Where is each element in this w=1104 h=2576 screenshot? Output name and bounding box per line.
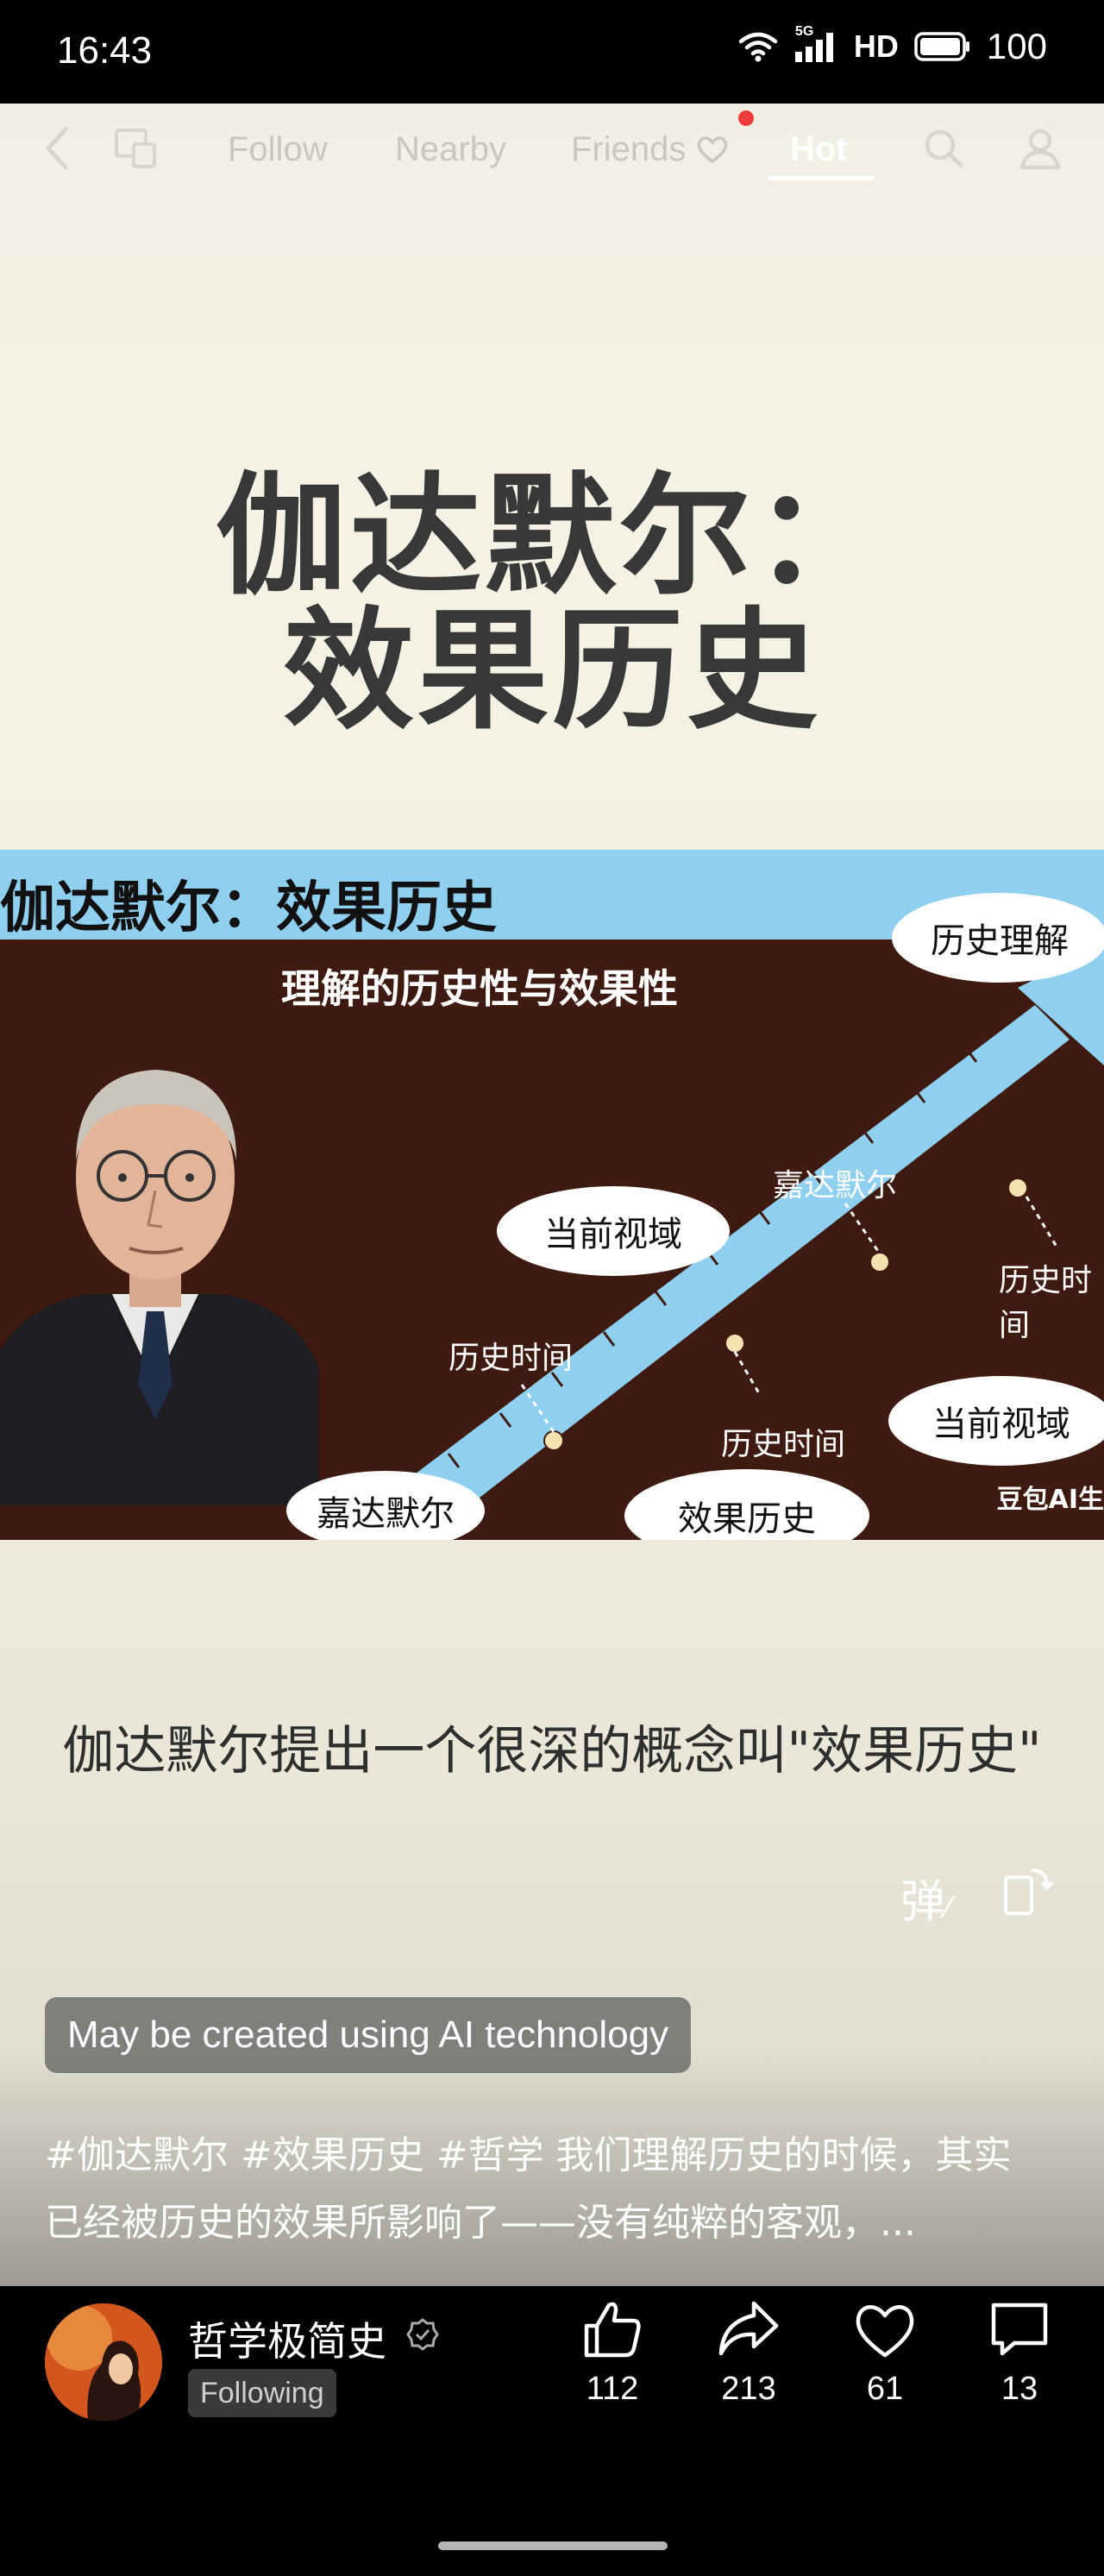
wifi-icon xyxy=(738,32,778,62)
home-indicator[interactable] xyxy=(438,2541,668,2550)
back-icon[interactable] xyxy=(33,123,85,174)
infographic: 伽达默尔：效果历史 理解的历史性与效果性 xyxy=(0,850,1104,1540)
bottom-action-bar: 哲学极简史 Following 112 213 61 13 xyxy=(0,2286,1104,2576)
share-count: 213 xyxy=(721,2371,776,2407)
author-name[interactable]: 哲学极简史 xyxy=(188,2318,386,2365)
top-nav: Follow Nearby Friends Hot xyxy=(0,104,1104,198)
label-history-time-left: 历史时间 xyxy=(448,1341,574,1376)
description-overlay xyxy=(0,2053,1104,2286)
screen-cast-icon[interactable] xyxy=(110,123,162,174)
ai-watermark: 豆包AI生 xyxy=(996,1485,1104,1515)
danmu-label: 弹 xyxy=(900,1876,946,1928)
tab-friends[interactable]: Friends xyxy=(571,119,729,179)
following-button[interactable]: Following xyxy=(188,2369,336,2417)
share-arrow-icon xyxy=(718,2301,779,2356)
danmu-toggle-icon[interactable]: 弹⁄ xyxy=(900,1876,950,1928)
label-gadamer-top: 嘉达默尔 xyxy=(773,1168,898,1203)
like-count: 112 xyxy=(586,2371,639,2407)
infographic-banner: 伽达默尔：效果历史 xyxy=(0,850,1104,940)
favorite-count: 61 xyxy=(866,2371,904,2407)
search-icon[interactable] xyxy=(918,123,969,174)
bubble-gadamer-bottom: 嘉达默尔 xyxy=(286,1471,485,1540)
status-bar: 16:43 5G HD 100 xyxy=(0,0,1104,104)
thumbs-up-icon xyxy=(584,2302,641,2358)
video-caption: 伽达默尔提出一个很深的概念叫"效果历史" xyxy=(62,1721,1042,1781)
bubble-history-understanding: 历史理解 xyxy=(892,893,1104,983)
status-icons: 5G HD 100 xyxy=(738,24,1047,67)
favorite-button[interactable]: 61 xyxy=(833,2296,937,2408)
profile-icon[interactable] xyxy=(1014,123,1066,174)
video-description[interactable]: #伽达默尔 #效果历史 #哲学 我们理解历史的时候，其实 已经被历史的效果所影响… xyxy=(45,2122,1071,2257)
tab-nearby[interactable]: Nearby xyxy=(395,130,506,168)
battery-level: 100 xyxy=(986,26,1047,66)
share-button[interactable]: 213 xyxy=(697,2296,800,2408)
signal-icon: 5G xyxy=(794,24,838,64)
label-history-time-right: 历史时间 xyxy=(999,1263,1093,1343)
battery-icon xyxy=(914,32,969,61)
video-title-line2: 效果历史 xyxy=(283,594,821,747)
infographic-banner-text: 伽达默尔：效果历史 xyxy=(0,876,497,940)
ai-generated-notice[interactable]: May be created using AI technology xyxy=(45,1997,692,2073)
comment-button[interactable]: 13 xyxy=(968,2296,1071,2408)
bubble-effect-history: 效果历史 xyxy=(624,1469,869,1540)
like-button[interactable]: 112 xyxy=(561,2296,664,2408)
heart-outline-icon xyxy=(856,2305,914,2358)
bubble-current-horizon-right: 当前视域 xyxy=(888,1376,1104,1466)
description-line-1: #伽达默尔 #效果历史 #哲学 我们理解历史的时候，其实 xyxy=(45,2133,1012,2177)
infographic-subtitle: 理解的历史性与效果性 xyxy=(281,965,678,1012)
video-player[interactable]: Follow Nearby Friends Hot 伽达默尔： 效果历史 xyxy=(0,104,1104,2286)
heart-icon xyxy=(697,136,727,164)
hd-indicator: HD xyxy=(853,28,899,64)
tab-hot[interactable]: Hot xyxy=(790,130,848,168)
comment-icon xyxy=(991,2303,1048,2356)
video-title-line1: 伽达默尔： xyxy=(216,460,888,613)
description-line-2: 已经被历史的效果所影响了——没有纯粹的客观，... xyxy=(45,2201,916,2245)
label-history-time-mid: 历史时间 xyxy=(721,1427,846,1462)
tab-friends-label: Friends xyxy=(571,130,687,168)
status-time: 16:43 xyxy=(57,29,153,72)
verified-badge-icon xyxy=(405,2317,440,2355)
comment-count: 13 xyxy=(1000,2371,1038,2407)
author-avatar[interactable] xyxy=(45,2303,162,2421)
bubble-current-horizon-top: 当前视域 xyxy=(497,1186,730,1276)
gadamer-portrait xyxy=(0,1070,319,1505)
timeline-arrow xyxy=(362,945,1104,1540)
rotate-screen-icon[interactable] xyxy=(1000,1863,1054,1920)
tab-follow[interactable]: Follow xyxy=(228,130,328,168)
active-tab-indicator xyxy=(768,176,875,180)
notification-dot xyxy=(738,110,754,126)
